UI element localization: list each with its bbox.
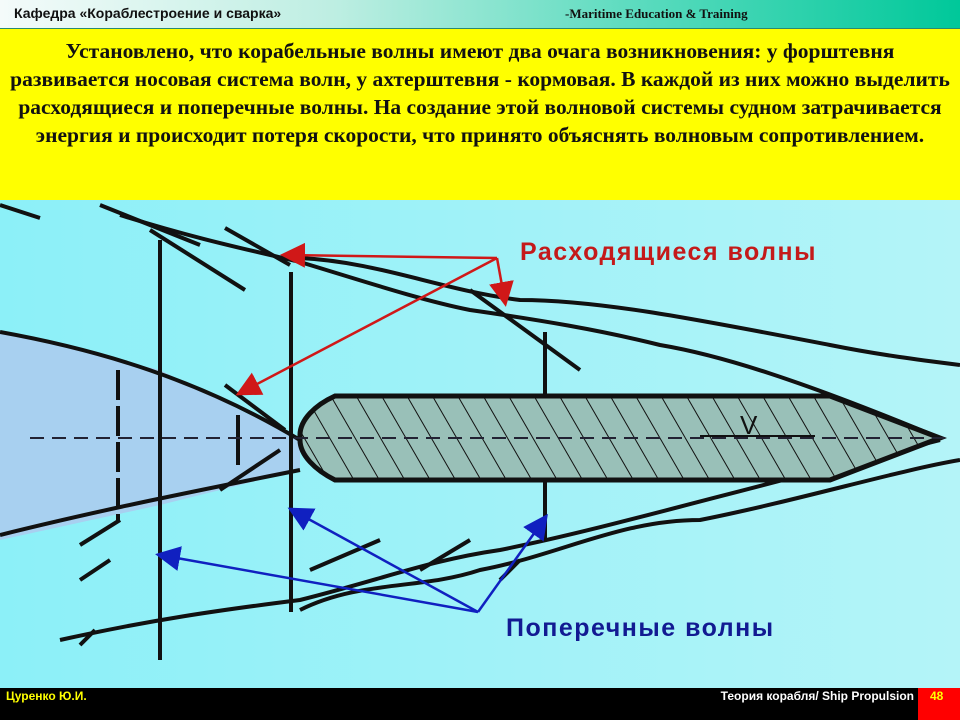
transverse-waves-label: Поперечные волны bbox=[506, 614, 775, 642]
divergent-arrows bbox=[235, 242, 514, 396]
wake-upper-line bbox=[0, 330, 302, 442]
upper-wave-envelope bbox=[119, 213, 941, 440]
author: Цуренко Ю.И. bbox=[6, 689, 87, 703]
organization-title: -Maritime Education & Training bbox=[565, 6, 748, 21]
slide-header: Кафедра «Кораблестроение и сварка» -Mari… bbox=[0, 0, 960, 29]
ship-wave-diagram: V bbox=[0, 200, 960, 688]
upper-outer-envelope bbox=[299, 256, 960, 367]
lower-outer-envelope bbox=[299, 458, 960, 612]
divergent-wave-strokes bbox=[0, 203, 582, 647]
department-title: Кафедра «Кораблестроение и сварка» bbox=[14, 5, 282, 21]
divergent-waves-label: Расходящиеся волны bbox=[520, 238, 817, 266]
wake-lower-line bbox=[0, 468, 301, 537]
page-number: 48 bbox=[930, 689, 944, 703]
transverse-arrows bbox=[155, 507, 548, 614]
lower-wave-envelope bbox=[59, 438, 941, 642]
course-title: Теория корабля/ Ship Propulsion bbox=[720, 689, 914, 703]
ship-hull bbox=[297, 393, 948, 483]
velocity-label: V bbox=[740, 410, 758, 440]
intro-text: Установлено, что корабельные волны имеют… bbox=[0, 29, 960, 200]
slide-footer: Цуренко Ю.И. Теория корабля/ Ship Propul… bbox=[0, 688, 960, 720]
page-number-box: 48 bbox=[918, 688, 960, 720]
